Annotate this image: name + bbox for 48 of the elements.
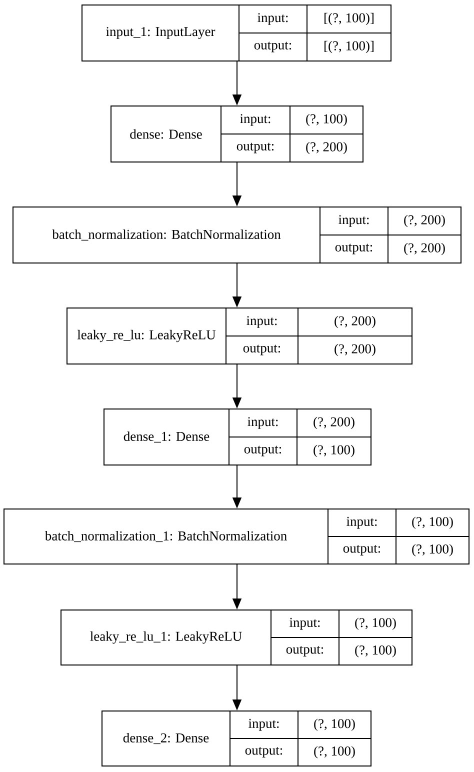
shape-value: (?, 200) — [306, 142, 347, 154]
layer-box — [4, 508, 470, 564]
port-label: output: — [245, 746, 282, 758]
layer-box — [66, 308, 412, 364]
layer-name: leaky_re_lu_1: LeakyReLU — [90, 631, 242, 644]
port-label: output: — [335, 244, 372, 254]
layer-box — [102, 710, 372, 766]
shape-value: [(?, 100)] — [324, 12, 374, 26]
shape-value: (?, 100) — [412, 516, 453, 529]
layer-name: leaky_re_lu: LeakyReLU — [77, 330, 216, 342]
port-label: input: — [290, 618, 320, 630]
port-label: input: — [240, 114, 270, 126]
shape-value: (?, 100) — [306, 114, 347, 126]
shape-value: (?, 100) — [355, 618, 396, 630]
port-label: output: — [243, 344, 280, 356]
layer-name: batch_normalization_1: BatchNormalization — [44, 530, 287, 542]
layer-name: dense_2: Dense — [123, 732, 209, 744]
shape-value: (?, 200) — [334, 344, 376, 356]
shape-value: (?, 200) — [314, 416, 354, 430]
port-label: input: — [258, 13, 288, 25]
shape-value: (?, 200) — [404, 242, 445, 256]
layer-box — [110, 106, 364, 162]
shape-value: (?, 200) — [404, 214, 445, 228]
port-label: output: — [254, 42, 292, 52]
port-label: input: — [246, 316, 277, 328]
port-label: input: — [346, 516, 377, 529]
layer-name: input_1: InputLayer — [106, 27, 216, 39]
port-label: output: — [286, 646, 324, 656]
shape-value: (?, 100) — [314, 444, 354, 458]
layer-box — [12, 206, 462, 264]
layer-name: dense: Dense — [130, 129, 202, 139]
shape-value: (?, 100) — [355, 645, 396, 658]
port-label: output: — [244, 446, 282, 456]
shape-value: [(?, 100)] — [324, 40, 374, 54]
layer-name: dense_1: Dense — [124, 431, 210, 443]
layer-box — [60, 610, 412, 666]
shape-value: (?, 100) — [314, 718, 355, 731]
shape-value: (?, 100) — [412, 544, 453, 556]
layer-name: batch_normalization: BatchNormalization — [52, 229, 281, 241]
layer-box — [104, 408, 372, 466]
port-label: input: — [248, 417, 278, 429]
port-label: input: — [338, 215, 369, 227]
port-label: input: — [248, 718, 279, 731]
port-label: output: — [343, 544, 380, 556]
shape-value: (?, 200) — [334, 316, 376, 328]
layer-box — [82, 4, 392, 62]
shape-value: (?, 100) — [314, 746, 355, 758]
port-label: output: — [236, 142, 274, 154]
